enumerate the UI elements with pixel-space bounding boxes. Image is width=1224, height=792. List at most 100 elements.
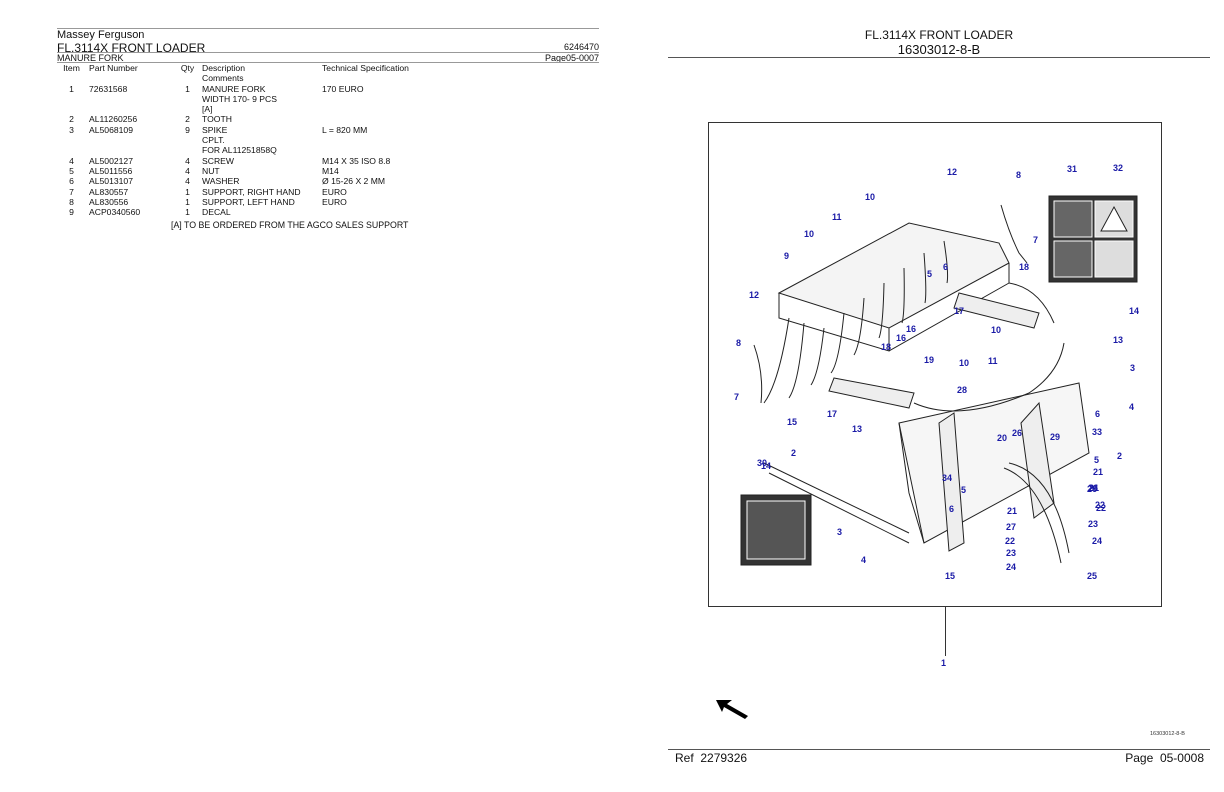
cell-tech-spec: [319, 94, 505, 104]
callout-label: 26: [1088, 483, 1098, 493]
header-top-rule: [57, 28, 599, 29]
drawing-small-ref: 16303012-8-B: [1150, 731, 1185, 737]
callout-label: 11: [832, 212, 842, 222]
cell-qty: 4: [185, 165, 190, 176]
callout-label: 21: [1007, 506, 1017, 516]
cell-item: 8: [69, 196, 74, 207]
title-rule: [668, 57, 1210, 58]
callout-label: 13: [1113, 335, 1123, 345]
callout-label: 3: [837, 527, 842, 537]
callout-label: 9: [784, 251, 789, 261]
document-number: 6246470: [563, 42, 599, 52]
callout-label: 5: [927, 269, 932, 279]
callout-label: 10: [959, 358, 969, 368]
cell-description: DECAL: [202, 207, 231, 218]
cell-description: NUT: [202, 165, 220, 176]
cell-qty: 1: [185, 207, 190, 218]
section-title: MANURE FORK: [57, 53, 124, 63]
parts-table-body: 1 72631568 1 MANURE FORK 170 EURO WIDTH 170- …: [57, 84, 505, 218]
cell-description: WIDTH 170- 9 PCS: [202, 93, 277, 104]
callout-label: 29: [1050, 432, 1060, 442]
cell-item: [57, 135, 86, 145]
callout-label: 17: [827, 409, 837, 419]
callout-label: 2: [1117, 451, 1122, 461]
callout-label: 18: [1019, 262, 1029, 272]
cell-part-number: AL11260256: [89, 114, 138, 125]
cell-description: CPLT.: [202, 135, 225, 146]
orientation-arrow-icon: [716, 700, 748, 719]
ref-number: Ref 2279326: [675, 751, 747, 765]
cell-qty: [176, 104, 199, 114]
callout-label: 27: [1006, 522, 1016, 532]
header-bottom-rule: [57, 62, 599, 63]
callout-label: 10: [991, 325, 1001, 335]
cell-tech-spec: L = 820 MM: [322, 124, 368, 135]
parts-table: Item Part Number Qty Description Technic…: [57, 63, 505, 217]
cell-item: [57, 145, 86, 155]
cell-tech-spec: 170 EURO: [322, 83, 364, 94]
cell-qty: 1: [185, 83, 190, 94]
callout-label: 15: [945, 571, 955, 581]
footnote: [A] TO BE ORDERED FROM THE AGCO SALES SU…: [171, 220, 409, 230]
callout-label: 22: [1005, 536, 1015, 546]
cell-item: 9: [69, 207, 74, 218]
cell-qty: [176, 135, 199, 145]
cell-part-number: 72631568: [89, 83, 128, 94]
cell-description: WASHER: [202, 176, 240, 187]
callout-label: 12: [749, 290, 759, 300]
page-label: Page: [1125, 751, 1154, 765]
ref-value: 2279326: [700, 751, 748, 765]
callout-label: 6: [949, 504, 954, 514]
callout-label: 30: [757, 458, 767, 468]
callout-label: 22: [1096, 503, 1106, 513]
callout-label: 26: [1087, 484, 1097, 494]
callout-label: 5: [961, 485, 966, 495]
diagram-linework: [740, 195, 1138, 566]
callout-label: 17: [954, 306, 964, 316]
callout-label: 23: [1006, 548, 1016, 558]
cell-tech-spec: [319, 207, 505, 217]
callout-label: 20: [997, 433, 1007, 443]
callout-label: 2: [791, 448, 796, 458]
page-reference: Page05-0007: [544, 53, 599, 63]
cell-item: [57, 94, 86, 104]
cell-qty: 4: [185, 155, 190, 166]
callout-label: 32: [1113, 163, 1123, 173]
cell-tech-spec: [319, 104, 505, 114]
table-row: [A]: [57, 104, 505, 114]
callout-label: 24: [1006, 562, 1016, 572]
callout-label: 4: [861, 555, 866, 565]
callout-label: 31: [1067, 164, 1077, 174]
col-description: Description: [202, 63, 245, 73]
callout-label: 34: [942, 473, 952, 483]
cell-item: [57, 104, 86, 114]
cell-tech-spec: Ø 15-26 X 2 MM: [322, 176, 386, 187]
cell-part-number: [86, 135, 176, 145]
cell-item: 1: [69, 83, 74, 94]
cell-description: MANURE FORK: [202, 83, 266, 94]
callout-label: 16: [896, 333, 906, 343]
cell-qty: 4: [185, 176, 190, 187]
col-item: Item: [63, 63, 80, 73]
callout-label: 23: [1088, 519, 1098, 529]
callout-label: 18: [881, 342, 891, 352]
cell-qty: [176, 94, 199, 104]
table-row: 6 AL5013107 4 WASHER Ø 15-26 X 2 MM: [57, 176, 505, 186]
table-header-row: Item Part Number Qty Description Technic…: [57, 63, 505, 73]
cell-item: 6: [69, 176, 74, 187]
cell-part-number: AL5013107: [89, 176, 133, 187]
cell-qty: [176, 145, 199, 155]
callout-label: 5: [1094, 455, 1099, 465]
cell-tech-spec: EURO: [322, 196, 347, 207]
cell-item: 2: [69, 114, 74, 125]
cell-part-number: AL5002127: [89, 155, 133, 166]
